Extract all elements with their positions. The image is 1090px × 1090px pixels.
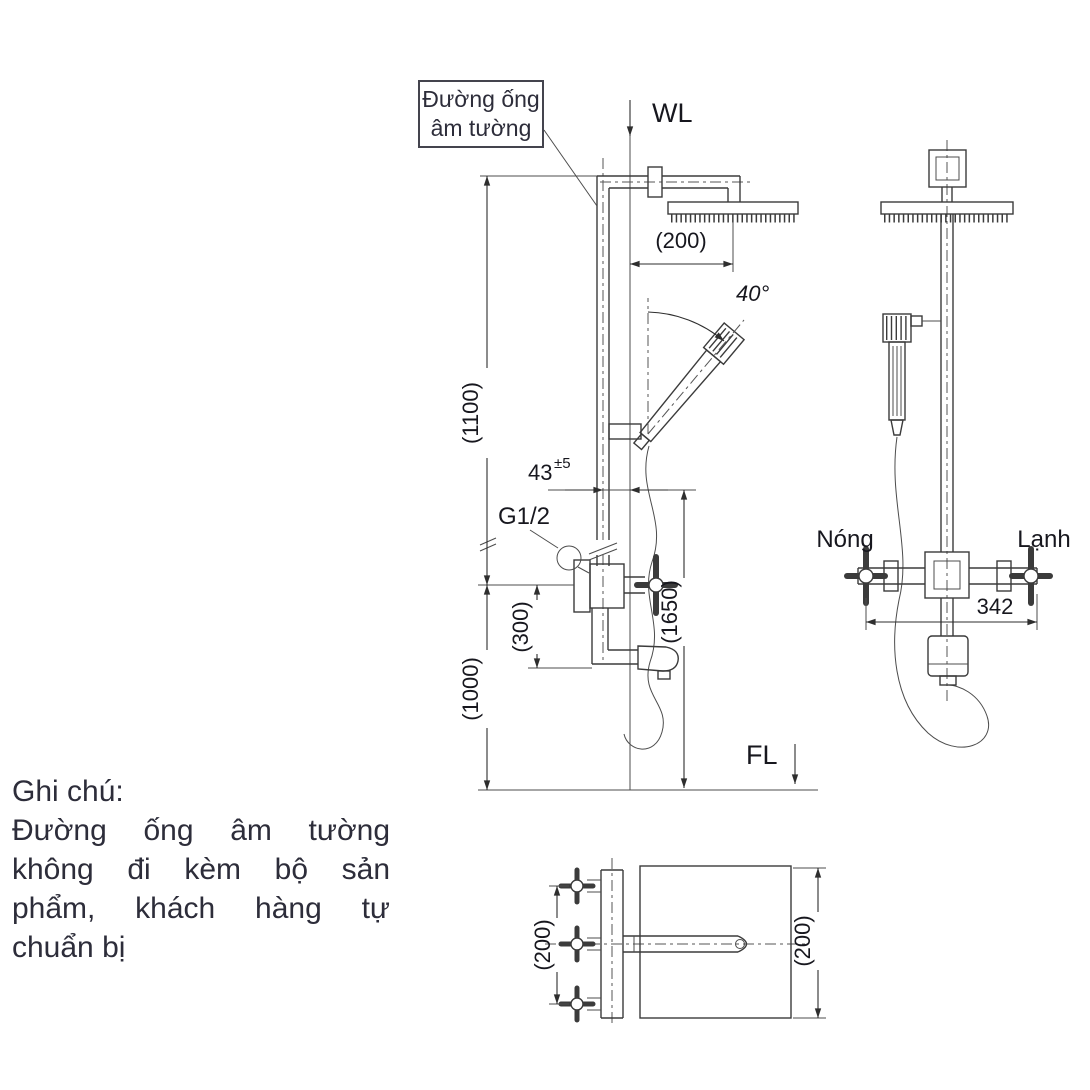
text-labels: WL FL (200) 40° (1100) 43 ±5 G1/2 (300) …: [458, 98, 1071, 971]
callout-line-2: âm tường: [430, 115, 532, 141]
cold-handle: [1009, 546, 1053, 606]
note-line-2: không đi kèm bộ sản: [12, 853, 390, 886]
rain-shower-head-front: [880, 201, 1014, 223]
plan-handle-middle: [558, 925, 601, 963]
angle-label: 40°: [736, 281, 769, 306]
pipe-break-marks: [479, 537, 618, 561]
hand-shower-front: [882, 313, 941, 436]
side-view: [478, 100, 818, 791]
callout-line-1: Đường ống: [422, 86, 540, 112]
shower-hose-side: [623, 445, 664, 750]
floor-line: [478, 744, 818, 791]
plan-wall-section: [639, 865, 792, 1019]
dim-valve-spout-label: (300): [508, 601, 533, 652]
mixer-valve-side: [573, 554, 678, 616]
dim-handle-span-label: 342: [977, 594, 1014, 619]
riser-pipe-front: [940, 214, 954, 636]
wall-line-label: WL: [652, 98, 693, 128]
hot-handle: [844, 546, 888, 606]
plan-view: [545, 858, 806, 1026]
spout-front: [927, 635, 969, 686]
dim-tolerance-label: 43: [528, 460, 552, 485]
plan-body-bar: [600, 869, 624, 1019]
hand-shower-side: [608, 298, 746, 451]
dim-total-height-label: (1650): [657, 580, 682, 644]
ceiling-mount-front: [928, 149, 967, 202]
note-line-4: chuẩn bị: [12, 931, 126, 964]
dim-upper-height-label: (1100): [458, 382, 483, 444]
center-lines: [600, 158, 750, 664]
hot-label: Nóng: [816, 526, 873, 553]
dim-head-offset-label: (200): [655, 228, 706, 253]
shower-hose-front: [894, 436, 990, 748]
dim-plan-right-label: (200): [790, 915, 815, 966]
note-block: Ghi chú: Đường ống âm tường không đi kèm…: [12, 772, 390, 967]
callout-leader-line: [543, 129, 598, 207]
floor-line-label: FL: [746, 740, 778, 770]
dimension-lines: [478, 129, 1038, 1019]
rain-shower-head-side: [667, 201, 799, 223]
note-line-1: Đường ống âm tường: [12, 814, 390, 847]
riser-pipe: [596, 166, 741, 566]
plan-handle-bottom: [558, 985, 601, 1023]
dim-valve-height-label: (1000): [458, 657, 483, 721]
cold-label: Lạnh: [1017, 526, 1070, 553]
concealed-pipe-callout: Đường ống âm tường: [418, 80, 544, 148]
note-title: Ghi chú:: [12, 775, 124, 808]
note-line-3: phẩm, khách hàng tự: [12, 892, 390, 925]
thread-size-label: G1/2: [498, 503, 550, 530]
front-view: [844, 140, 1053, 748]
plan-spout: [623, 935, 748, 953]
dim-plan-left-label: (200): [530, 919, 555, 970]
dim-tolerance-sup-label: ±5: [554, 455, 571, 472]
spout-side: [591, 608, 679, 680]
